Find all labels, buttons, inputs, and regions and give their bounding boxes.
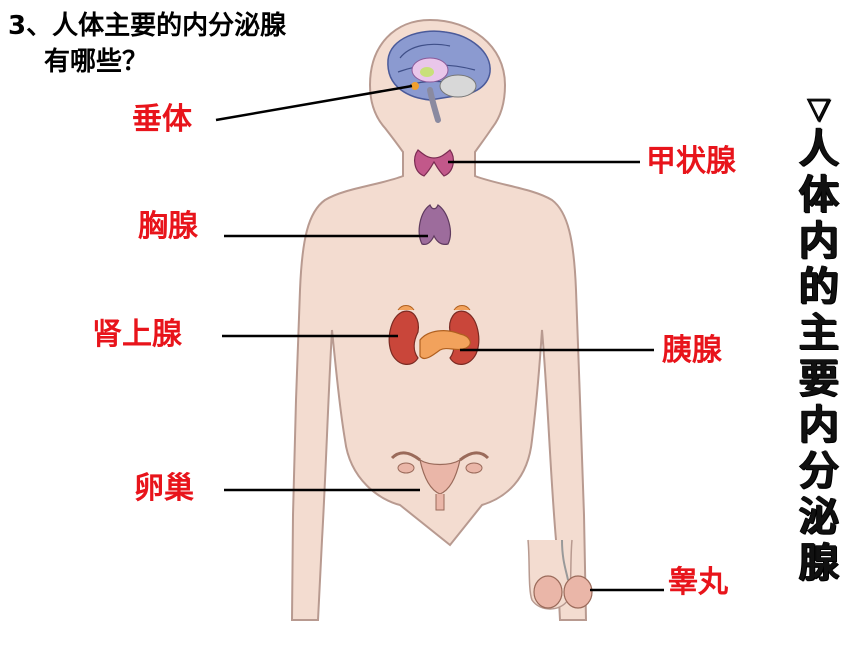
right-ovary [465, 462, 483, 474]
testis-inset [527, 539, 593, 610]
brain-organ [387, 30, 491, 123]
question-line-1: 3、人体主要的内分泌腺 [8, 11, 287, 41]
label-pituitary: 垂体 [132, 102, 192, 137]
label-ovary: 卵巢 [134, 471, 194, 506]
testis-organ [533, 575, 563, 609]
thyroid-organ [414, 149, 454, 177]
side-title-marker: ▽ [807, 91, 831, 126]
question-line-2: 有哪些？ [44, 47, 149, 77]
label-adrenal: 肾上腺 [92, 317, 182, 352]
label-testis: 睾丸 [668, 565, 728, 600]
side-title: ▽ 人体内的主要内分泌腺 [790, 92, 848, 586]
leader-pituitary [215, 84, 413, 122]
left-kidney-organ [388, 310, 419, 365]
label-thymus: 胸腺 [138, 209, 198, 244]
thymus-organ [418, 204, 451, 245]
leader-lines [215, 84, 664, 592]
pituitary-gland [411, 82, 419, 90]
left-ovary [397, 462, 415, 474]
question-text: 3、人体主要的内分泌腺 有哪些？ [8, 8, 286, 80]
pancreas-organ [419, 330, 471, 360]
body-silhouette [290, 18, 588, 621]
side-title-text: 人体内的主要内分泌腺 [799, 125, 839, 586]
uterus-ovaries [390, 451, 490, 511]
label-thyroid: 甲状腺 [646, 144, 736, 179]
label-pancreas: 胰腺 [662, 333, 722, 368]
